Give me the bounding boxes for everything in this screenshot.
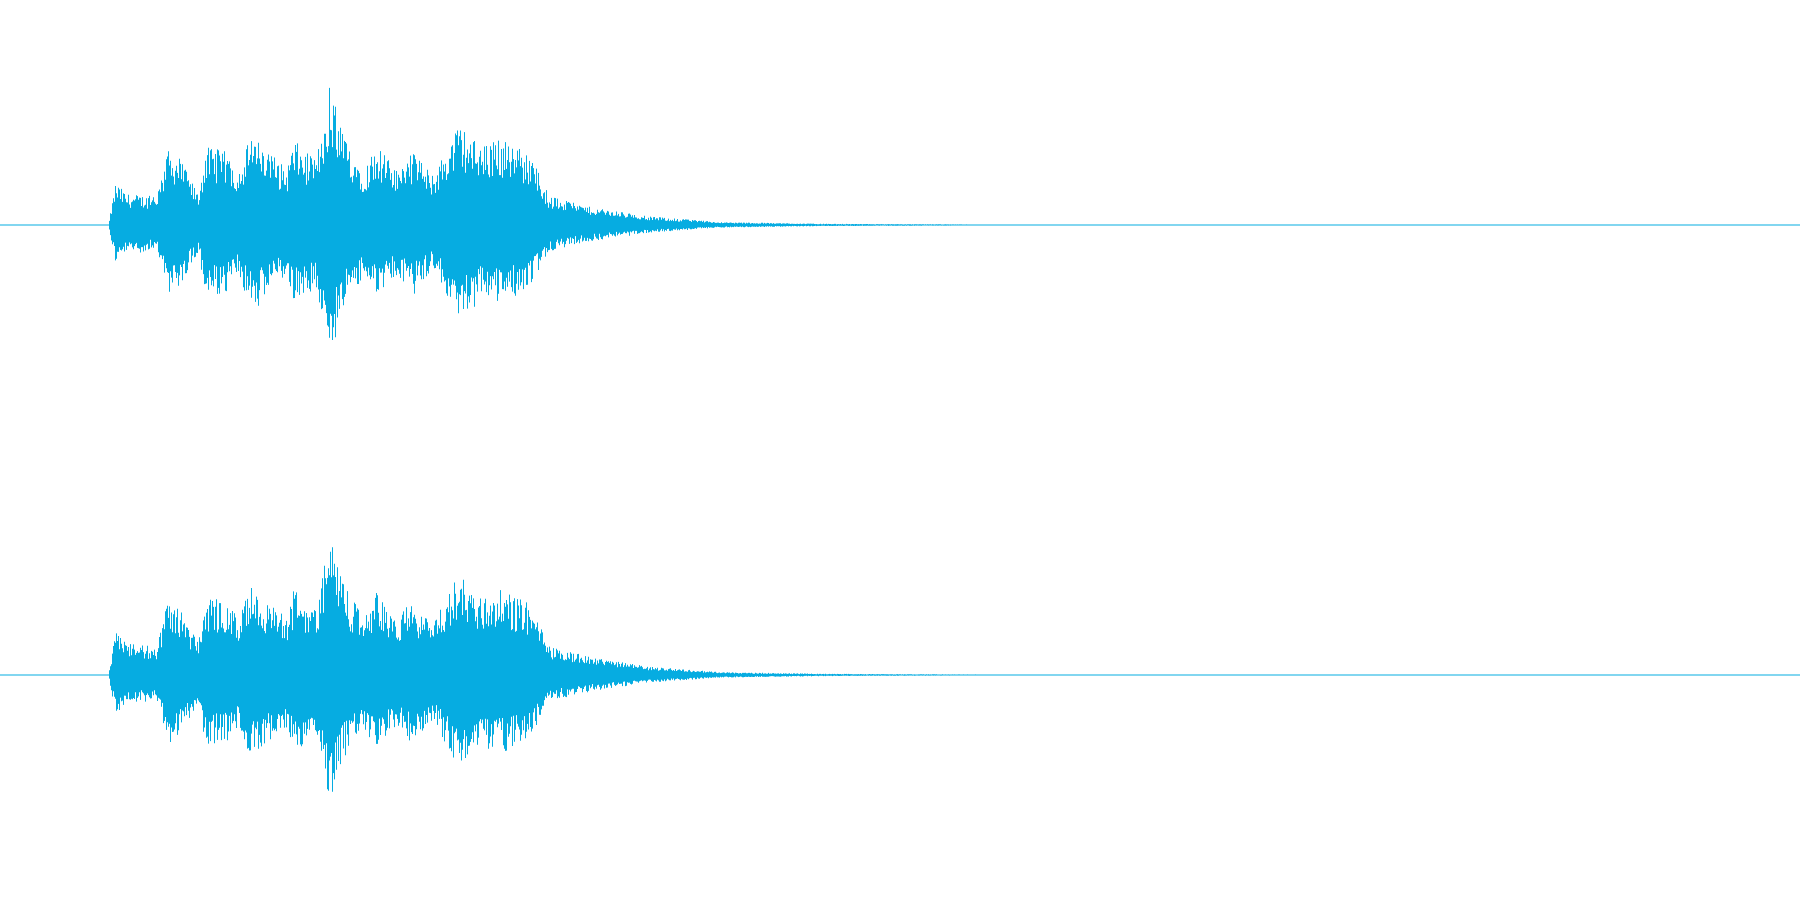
waveform-channel-bottom xyxy=(0,547,1800,792)
waveform-channel-top xyxy=(0,87,1800,340)
waveform-body xyxy=(109,547,1062,792)
waveform-body xyxy=(109,87,1044,340)
